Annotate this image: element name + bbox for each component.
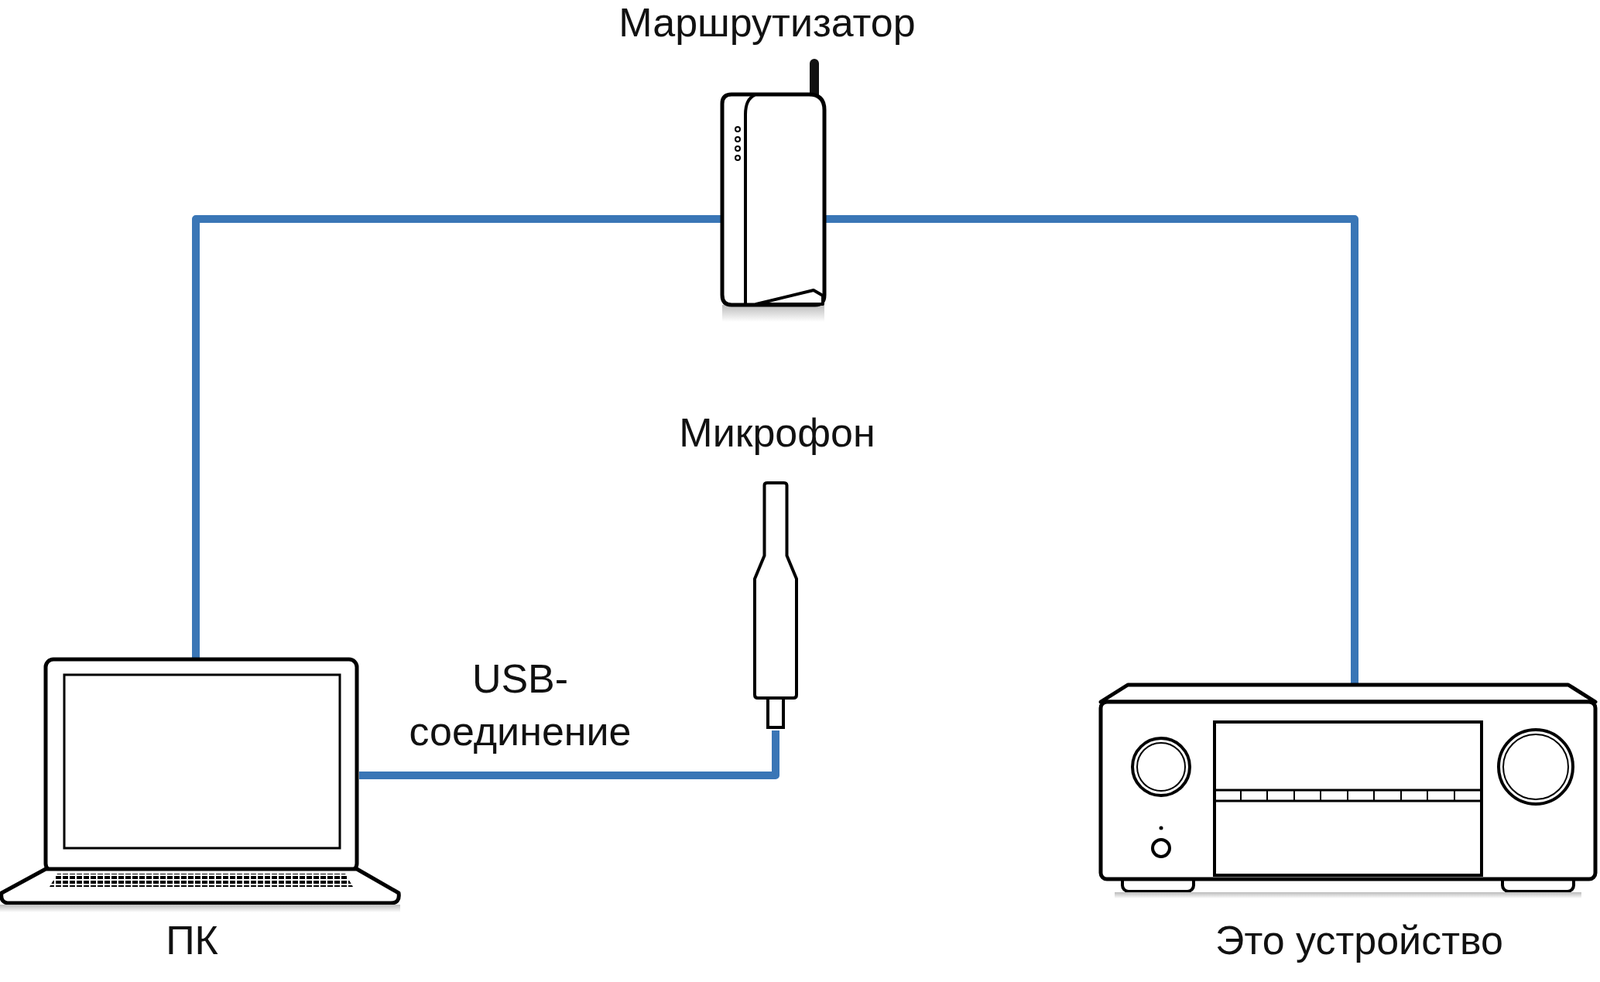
router-node: Маршрутизатор bbox=[722, 58, 825, 322]
node-label: ПК bbox=[165, 917, 219, 964]
receiver-icon bbox=[1100, 685, 1596, 899]
microphone-icon bbox=[754, 483, 797, 728]
microphone-node: Микрофон bbox=[753, 482, 798, 731]
laptop-icon bbox=[0, 659, 401, 913]
network-cable bbox=[195, 219, 723, 658]
node-label: Микрофон bbox=[678, 409, 875, 456]
node-label: Это устройство bbox=[1215, 917, 1504, 964]
network-cable bbox=[824, 219, 1355, 684]
connection-label: USB- соединение bbox=[388, 652, 652, 758]
router-icon bbox=[722, 58, 825, 323]
device-node: Это устройство bbox=[1099, 683, 1597, 898]
pc-node: ПК bbox=[0, 657, 360, 904]
node-label: Маршрутизатор bbox=[618, 0, 915, 46]
